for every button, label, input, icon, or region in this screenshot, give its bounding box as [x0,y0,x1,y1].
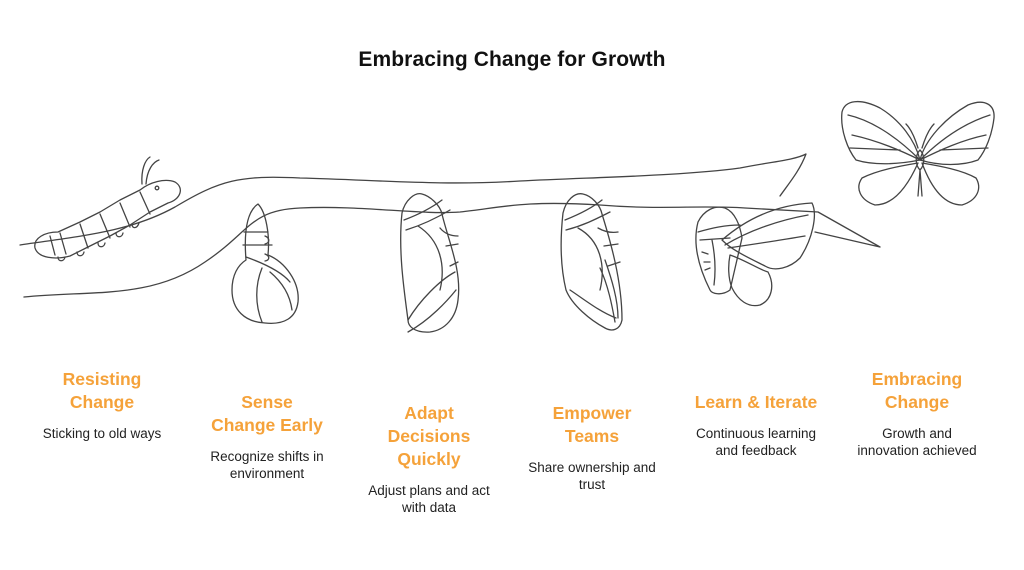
stage-heading: Empower Teams [552,403,632,446]
stage-heading: Adapt Decisions Quickly [387,403,471,469]
stage-description: Recognize shifts in environment [210,449,324,481]
butterfly-icon [841,101,995,206]
stage-heading: Resisting Change [62,369,142,412]
branch-icon [19,153,881,298]
caterpillar-icon [34,156,181,262]
stage-learn-iterate: Learn & Iterate Continuous learning and … [666,391,846,459]
stage-embracing-change: Embracing Change Growth and innovation a… [827,368,1007,459]
stage-heading: Learn & Iterate [694,392,818,412]
stage-heading: Embracing Change [871,369,963,412]
chrysalis-maturing-icon [560,193,623,331]
stage-description: Share ownership and trust [528,460,656,492]
stage-sense-change-early: Sense Change Early Recognize shifts in e… [177,391,357,482]
chrysalis-forming-icon [231,203,299,324]
page-title: Embracing Change for Growth [358,48,666,71]
stage-empower-teams: Empower Teams Share ownership and trust [502,402,682,493]
emerging-butterfly-icon [695,202,815,307]
stage-heading: Sense Change Early [211,392,323,435]
stage-description: Growth and innovation achieved [857,426,977,458]
stage-adapt-decisions-quickly: Adapt Decisions Quickly Adjust plans and… [339,402,519,516]
stage-description: Continuous learning and feedback [695,426,817,458]
stage-description: Sticking to old ways [42,426,162,441]
stage-resisting-change: Resisting Change Sticking to old ways [12,368,192,442]
chrysalis-icon [400,193,460,333]
stage-description: Adjust plans and act with data [368,483,490,515]
